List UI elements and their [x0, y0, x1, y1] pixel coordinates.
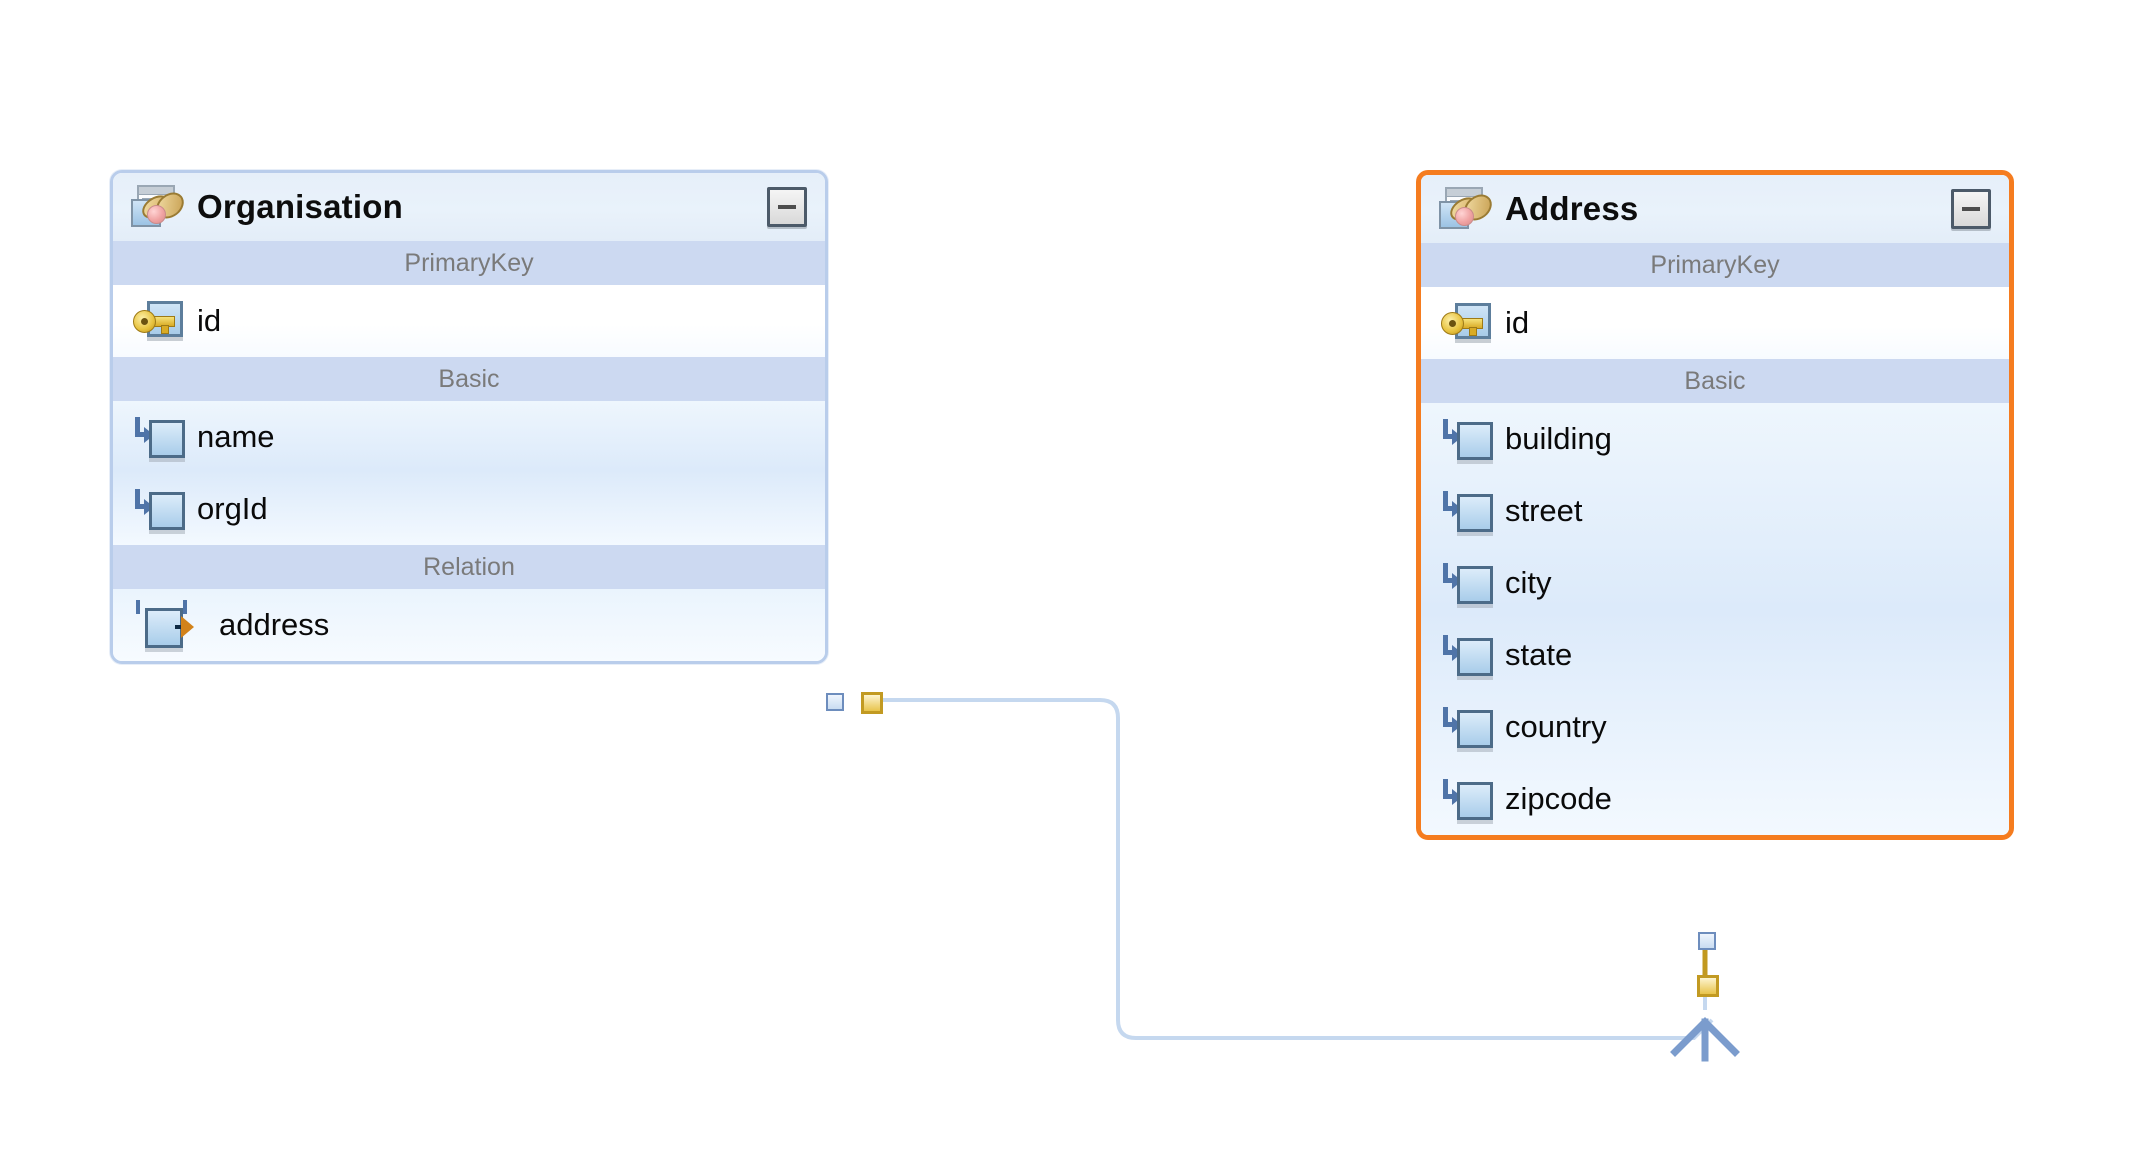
attribute-row-street[interactable]: street	[1421, 475, 2009, 547]
attribute-label: name	[197, 419, 275, 454]
primary-key-icon	[1439, 301, 1491, 345]
primary-key-icon	[131, 299, 183, 343]
connector-source-anchor[interactable]	[861, 692, 883, 714]
section-header-basic: Basic	[113, 357, 825, 401]
attribute-row-state[interactable]: state	[1421, 619, 2009, 691]
section-header-primarykey: PrimaryKey	[113, 241, 825, 285]
attribute-row-id[interactable]: id	[113, 285, 825, 357]
section-header-primarykey: PrimaryKey	[1421, 243, 2009, 287]
entity-title: Organisation	[197, 188, 403, 225]
basic-attribute-icon	[1439, 704, 1493, 752]
basic-attribute-icon	[131, 414, 185, 462]
attribute-row-zipcode[interactable]: zipcode	[1421, 763, 2009, 835]
connector-source-handle[interactable]	[826, 693, 844, 711]
attribute-label: id	[197, 303, 222, 338]
attribute-row-building[interactable]: building	[1421, 403, 2009, 475]
entity-title-bar[interactable]: Address	[1421, 175, 2009, 243]
attribute-label: state	[1505, 637, 1573, 672]
entity-title-bar[interactable]: Organisation	[113, 173, 825, 241]
entity-organisation[interactable]: Organisation PrimaryKey id Basic name	[110, 170, 828, 664]
section-header-relation: Relation	[113, 545, 825, 589]
connector-target-handle[interactable]	[1698, 932, 1716, 950]
basic-attribute-icon	[1439, 560, 1493, 608]
attribute-label: street	[1505, 493, 1583, 528]
collapse-icon[interactable]	[767, 187, 807, 227]
attribute-label: zipcode	[1505, 781, 1612, 816]
attribute-row-city[interactable]: city	[1421, 547, 2009, 619]
attribute-label: country	[1505, 709, 1607, 744]
entity-title: Address	[1505, 190, 1639, 227]
attribute-label: address	[219, 607, 330, 642]
attribute-row-name[interactable]: name	[113, 401, 825, 473]
entity-icon	[1437, 185, 1497, 233]
attribute-label: city	[1505, 565, 1552, 600]
basic-attribute-icon	[1439, 416, 1493, 464]
attribute-label: id	[1505, 305, 1530, 340]
entity-address[interactable]: Address PrimaryKey id Basic building	[1416, 170, 2014, 840]
attribute-row-id[interactable]: id	[1421, 287, 2009, 359]
attribute-label: building	[1505, 421, 1612, 456]
basic-attribute-icon	[1439, 776, 1493, 824]
collapse-icon[interactable]	[1951, 189, 1991, 229]
basic-attribute-icon	[1439, 632, 1493, 680]
entity-icon	[129, 183, 189, 231]
relation-icon	[131, 600, 194, 652]
attribute-row-address[interactable]: address	[113, 589, 825, 661]
basic-attribute-icon	[131, 486, 185, 534]
basic-attribute-icon	[1439, 488, 1493, 536]
connector-target-anchor[interactable]	[1697, 975, 1719, 997]
attribute-row-country[interactable]: country	[1421, 691, 2009, 763]
attribute-row-orgid[interactable]: orgId	[113, 473, 825, 545]
attribute-label: orgId	[197, 491, 268, 526]
section-header-basic: Basic	[1421, 359, 2009, 403]
